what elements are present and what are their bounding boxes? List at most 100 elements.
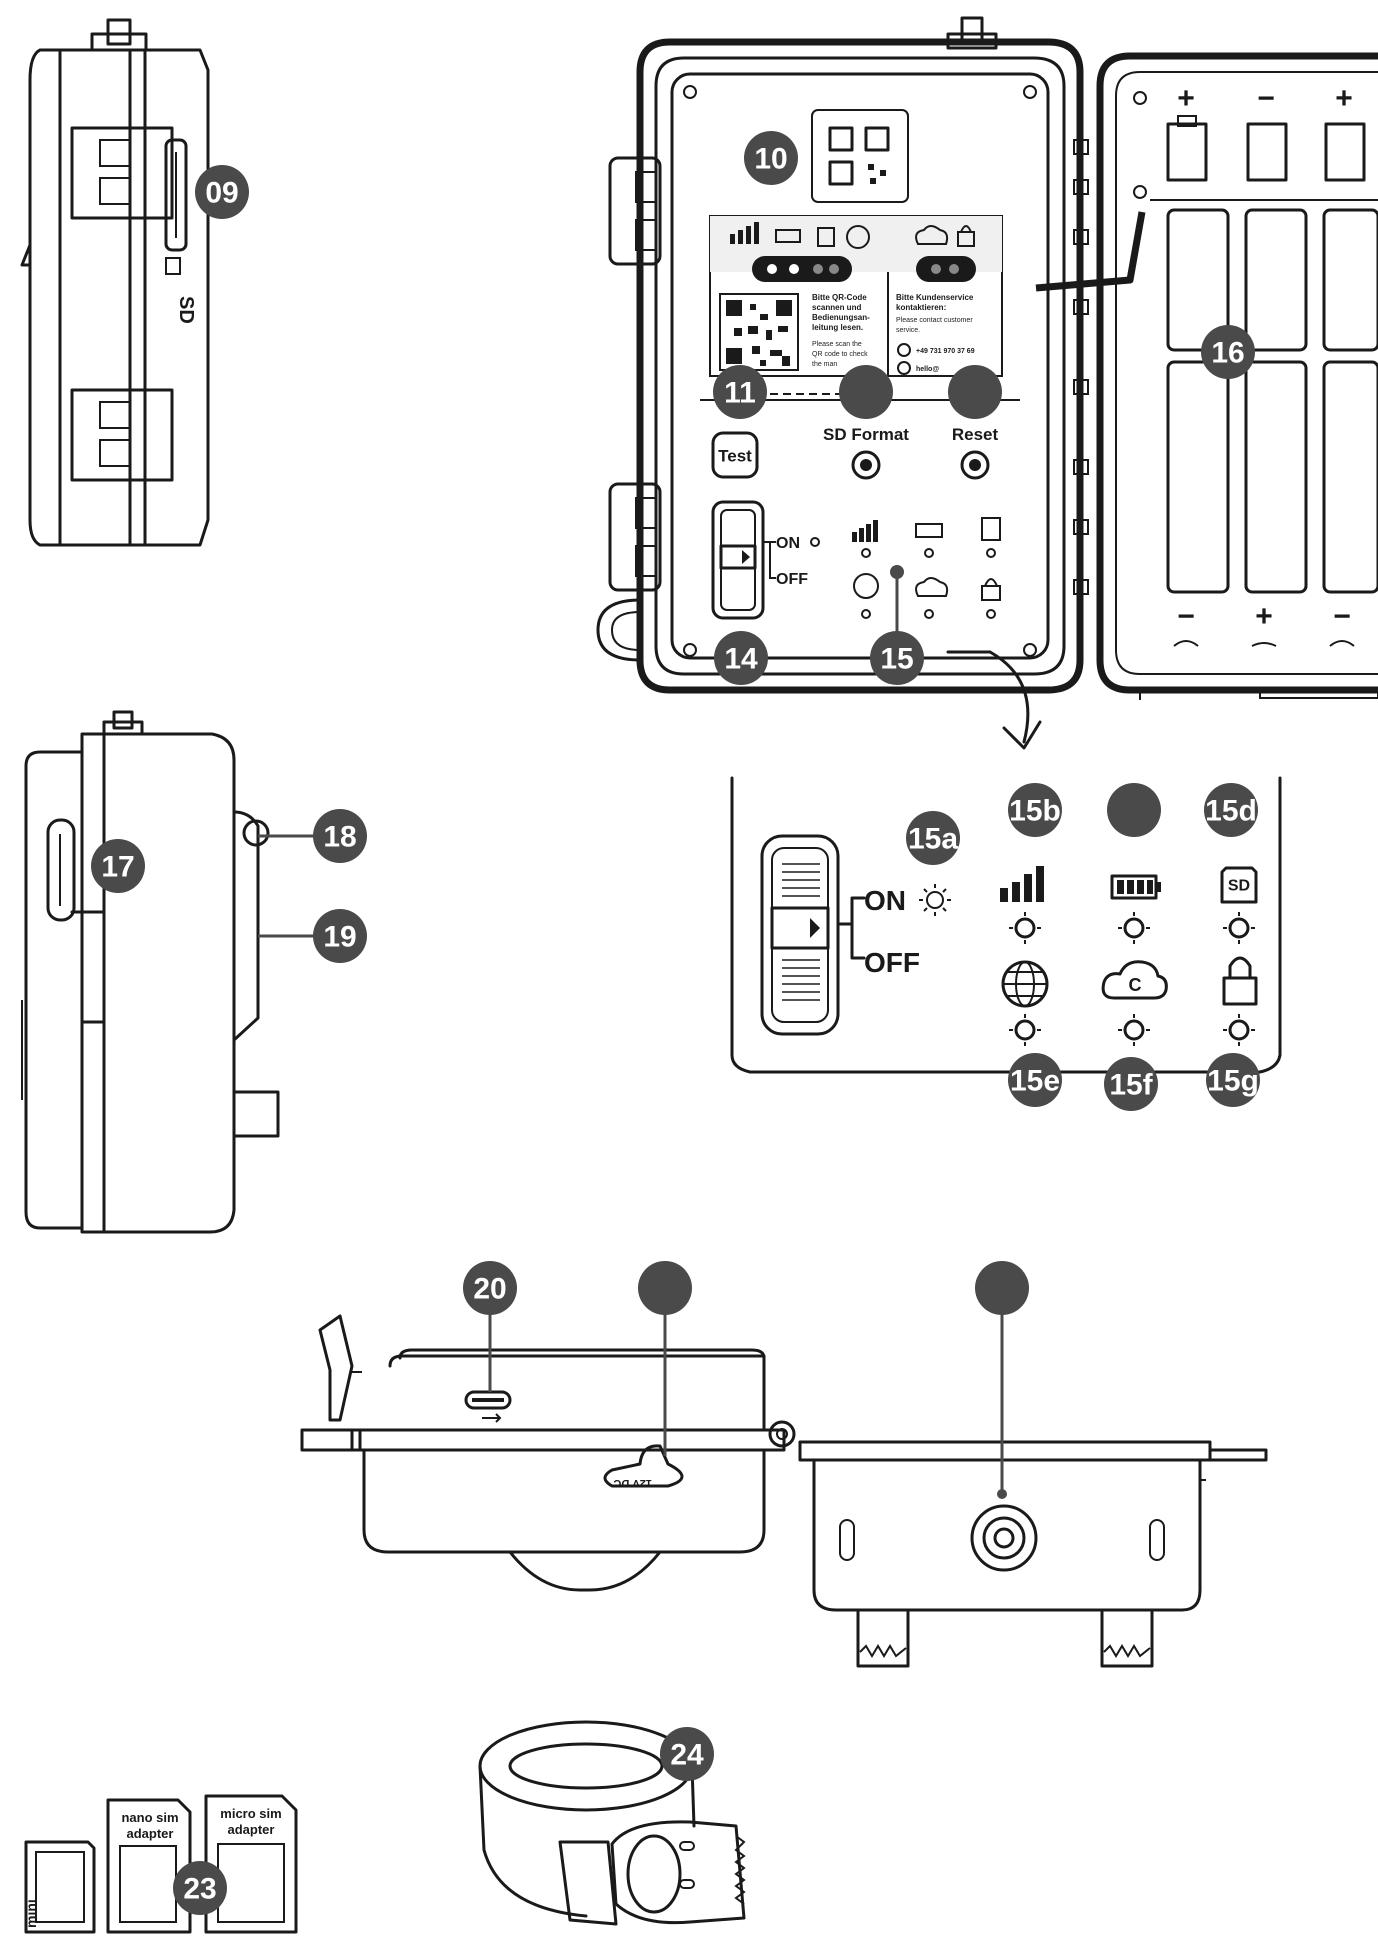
callout-10: 10 (744, 131, 798, 185)
svg-text:15f: 15f (1109, 1069, 1153, 1102)
led-grid-small (852, 517, 1001, 640)
callout-12 (839, 365, 893, 419)
power-switch-small (711, 500, 765, 620)
svg-text:+: + (1177, 82, 1195, 115)
svg-text:18: 18 (323, 821, 356, 854)
svg-text:15e: 15e (1010, 1065, 1060, 1098)
svg-text:11: 11 (724, 377, 756, 410)
svg-text:leitung lesen.: leitung lesen. (812, 323, 863, 332)
svg-text:nano sim: nano sim (121, 1810, 178, 1825)
lock-icon (1222, 956, 1258, 1006)
svg-text:adapter: adapter (127, 1826, 174, 1841)
svg-text:Test: Test (718, 447, 752, 466)
email-icon (897, 361, 911, 375)
svg-text:Bedienungsan-: Bedienungsan- (812, 313, 870, 322)
sd-format-button (851, 450, 881, 480)
svg-text:mini: mini (23, 1899, 39, 1928)
sd-slot (164, 138, 188, 252)
callout-11: 11 (713, 365, 767, 419)
dc-port-cover (603, 1444, 684, 1488)
svg-text:Bitte QR-Code: Bitte QR-Code (812, 293, 867, 302)
svg-text:+: + (1335, 82, 1353, 115)
svg-text:micro sim: micro sim (220, 1806, 281, 1821)
svg-text:09: 09 (205, 177, 238, 210)
callout-15b: 15b (1008, 783, 1062, 837)
sun-led-icon (926, 891, 944, 909)
sim-cards: mini nano sim adapter micro sim adapter (23, 1794, 298, 1934)
svg-text:adapter: adapter (228, 1822, 275, 1837)
callout-18: 18 (313, 809, 367, 863)
svg-text:service.: service. (896, 327, 920, 334)
callout-09: 09 (195, 165, 249, 219)
signal-icon (1000, 866, 1044, 902)
cloud-icon (915, 225, 949, 245)
reset-button (960, 450, 990, 480)
svg-text:12V DC: 12V DC (613, 1477, 652, 1489)
callout-15d: 15d (1204, 783, 1258, 837)
callout-13 (948, 365, 1002, 419)
svg-text:10: 10 (754, 143, 787, 176)
sd-card-icon: SD (1220, 866, 1258, 904)
test-button (711, 431, 759, 479)
front-interior-view: Bitte QR-Code scannen und Bedienungsan- … (596, 16, 1146, 750)
battery-icon (1110, 874, 1161, 900)
off-label: OFF (864, 947, 920, 978)
svg-text:17: 17 (101, 851, 134, 884)
svg-text:the man: the man (812, 361, 837, 368)
svg-text:+: + (1255, 600, 1273, 633)
qr-code-icon (811, 109, 909, 203)
svg-text:QR code to check: QR code to check (812, 351, 868, 358)
on-label: ON (864, 885, 906, 916)
phone-icon (897, 343, 911, 357)
svg-text:15d: 15d (1205, 795, 1257, 828)
usb-c-icon (464, 1390, 512, 1410)
callout-17: 17 (91, 839, 145, 893)
callout-15f: 15f (1104, 1057, 1158, 1111)
side-view-sd: SD (20, 18, 210, 547)
svg-text:Please scan the: Please scan the (812, 341, 862, 348)
svg-text:OFF: OFF (776, 571, 808, 588)
svg-text:−: − (1257, 82, 1275, 115)
callout-15a: 15a (906, 811, 960, 865)
callout-15g: 15g (1206, 1053, 1260, 1107)
led-indicators (1009, 912, 1255, 1046)
svg-text:Bitte Kundenservice: Bitte Kundenservice (896, 293, 974, 302)
svg-text:15: 15 (880, 643, 913, 676)
sd-format-label: SD Format (823, 425, 909, 444)
svg-text:15a: 15a (908, 823, 958, 856)
tripod-mount (970, 1504, 1038, 1572)
svg-text:19: 19 (323, 921, 356, 954)
svg-text:C: C (1129, 975, 1142, 995)
globe-icon (1001, 960, 1049, 1008)
svg-text:hello@: hello@ (916, 366, 939, 373)
svg-text:SD: SD (1228, 878, 1250, 895)
reset-label: Reset (952, 425, 999, 444)
svg-text:16: 16 (1211, 337, 1244, 370)
callout-15: 15 (870, 631, 924, 685)
callout-24: 24 (660, 1727, 714, 1781)
callout-15e: 15e (1008, 1053, 1062, 1107)
callout-15c (1107, 783, 1161, 837)
svg-text:24: 24 (670, 1739, 704, 1772)
svg-text:14: 14 (724, 643, 758, 676)
svg-text:ON: ON (776, 535, 800, 552)
svg-text:+49 731 970 37 69: +49 731 970 37 69 (916, 348, 975, 355)
sd-card-icon (165, 257, 181, 275)
callout-21 (638, 1261, 692, 1315)
svg-text:scannen und: scannen und (812, 303, 861, 312)
svg-text:15b: 15b (1009, 795, 1061, 828)
callout-16: 16 (1201, 325, 1255, 379)
callout-22 (975, 1261, 1029, 1315)
svg-text:20: 20 (473, 1273, 506, 1306)
battery-compartment: + − + − + − (1096, 52, 1378, 700)
cloud-icon: C (1101, 960, 1168, 1000)
svg-text:Please contact customer: Please contact customer (896, 317, 973, 324)
side-view-mount (21, 710, 316, 1234)
svg-text:23: 23 (183, 1873, 216, 1906)
svg-text:kontaktieren:: kontaktieren: (896, 303, 946, 312)
svg-text:−: − (1333, 600, 1351, 633)
callout-20: 20 (463, 1261, 517, 1315)
callout-14: 14 (714, 631, 768, 685)
led-panel-zoom: ON OFF SD C (730, 776, 1282, 1074)
